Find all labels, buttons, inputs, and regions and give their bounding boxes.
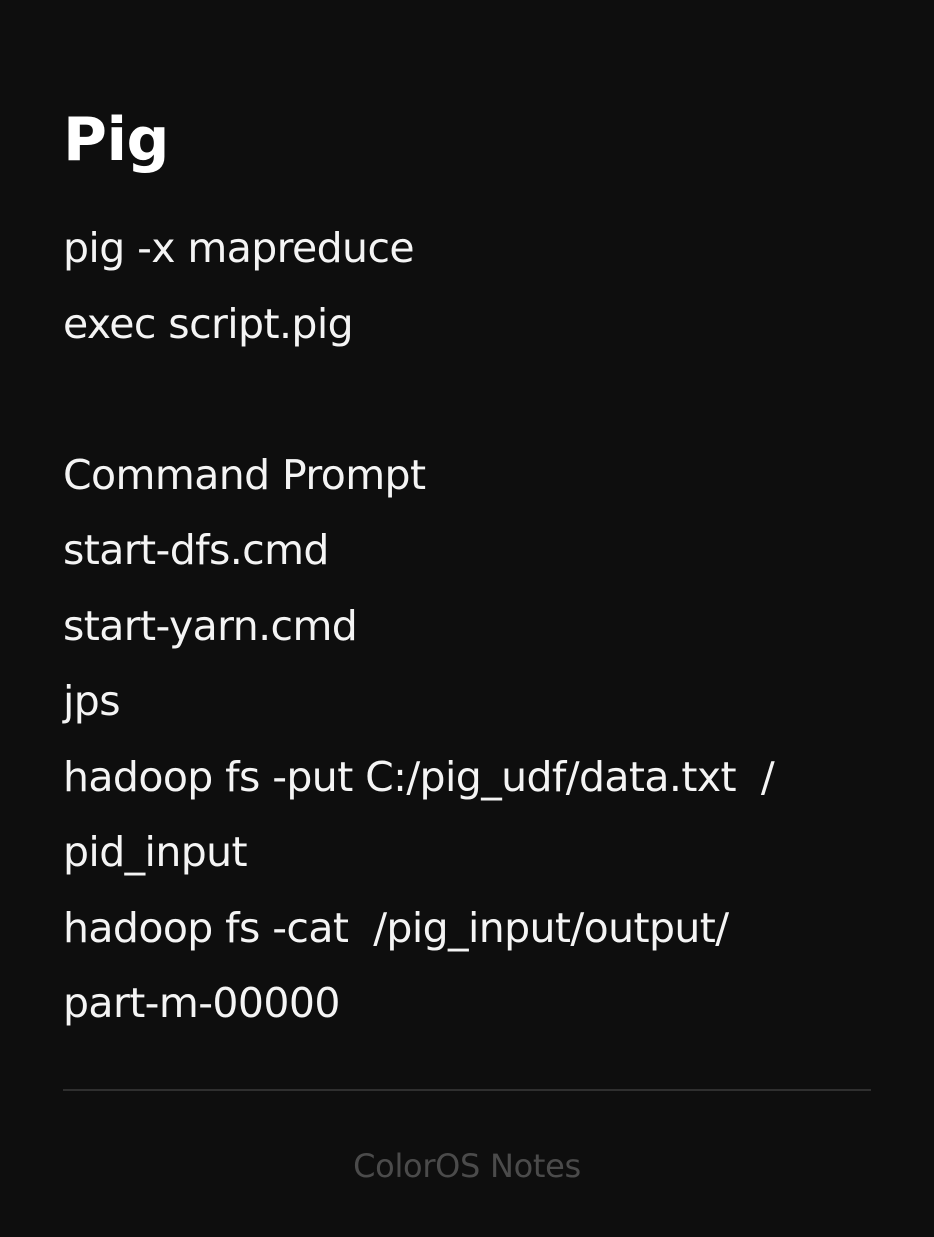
note-line[interactable]: pig -x mapreduce xyxy=(63,224,415,272)
app-watermark: ColorOS Notes xyxy=(353,1147,581,1185)
note-line[interactable]: hadoop fs -cat /pig_input/output/ xyxy=(63,903,729,952)
note-line[interactable]: hadoop fs -put C:/pig_udf/data.txt / xyxy=(63,752,775,801)
note-line-blank[interactable] xyxy=(63,362,871,438)
note-line[interactable]: Command Prompt xyxy=(63,450,426,499)
note-title[interactable]: Pig xyxy=(63,105,170,175)
note-line[interactable]: jps xyxy=(63,677,121,725)
note-line[interactable]: start-dfs.cmd xyxy=(63,526,329,574)
note-line[interactable]: start-yarn.cmd xyxy=(63,601,358,650)
footer-divider xyxy=(63,1089,871,1091)
note-body[interactable]: pig -x mapreduce exec script.pig Command… xyxy=(63,211,871,1042)
note-line[interactable]: exec script.pig xyxy=(63,299,354,348)
note-line[interactable]: pid_input xyxy=(63,828,248,876)
note-line[interactable]: part-m-00000 xyxy=(63,979,340,1027)
